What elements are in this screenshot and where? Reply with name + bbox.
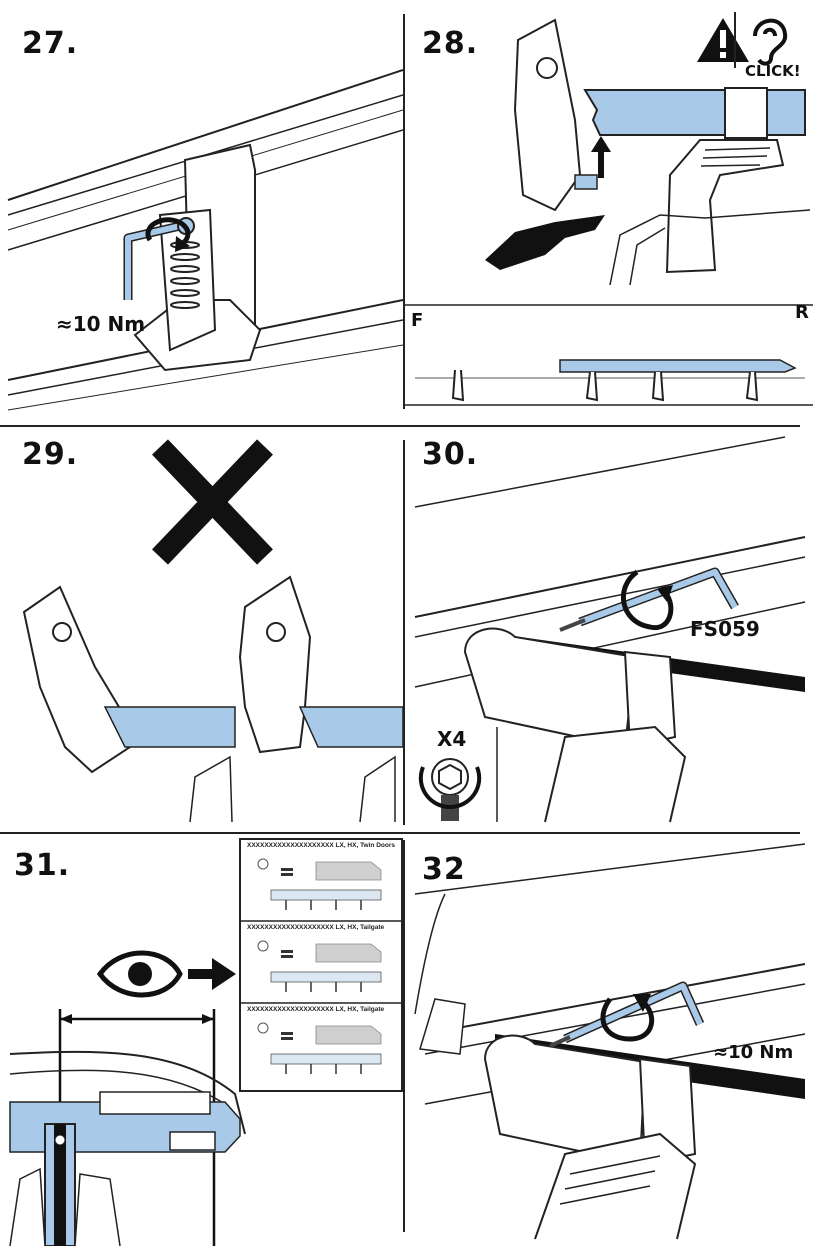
up-arrow-icon <box>591 136 611 178</box>
step-32-panel: 32 ≈10 Nm <box>405 834 813 1246</box>
ear-icon <box>753 18 788 66</box>
step-number: 30. <box>422 437 479 472</box>
chart-row-title-3: XXXXXXXXXXXXXXXXXXXX LX, HX, Tailgate <box>247 1006 385 1013</box>
torque-label: ≈10 Nm <box>56 312 146 336</box>
step-32-illustration <box>414 843 806 1240</box>
step-31-panel: 31. <box>0 834 403 1246</box>
chart-row-title-2: XXXXXXXXXXXXXXXXXXXX LX, HX, Tailgate <box>247 924 385 931</box>
horizontal-divider-2 <box>0 832 800 834</box>
step-number: 28. <box>422 26 479 61</box>
part-code-label: FS059 <box>690 617 760 641</box>
cross-icon <box>152 439 273 565</box>
rear-label: R <box>795 302 809 323</box>
chart-row-title-1: XXXXXXXXXXXXXXXXXXXX LX, HX, Twin Doors <box>247 842 395 849</box>
rotate-arrow-icon <box>620 569 674 631</box>
step-31-illustration <box>9 950 246 1246</box>
step-28-panel: 28. CLICK! F R <box>405 0 813 420</box>
front-label: F <box>411 310 424 331</box>
step-number: 31. <box>14 848 71 883</box>
vertical-divider-top <box>403 14 405 409</box>
multiplier-label: X4 <box>437 727 467 751</box>
step-27-panel: 27. ≈10 Nm <box>0 0 403 420</box>
step-number: 32 <box>422 852 466 887</box>
click-label: CLICK! <box>745 62 801 80</box>
bolt-icon <box>418 758 482 821</box>
load-chart-sheet: XXXXXXXXXXXXXXXXXXXX LX, HX, Twin Doors … <box>239 838 403 1092</box>
horizontal-divider-1 <box>0 425 800 427</box>
torque-label: ≈10 Nm <box>713 1042 794 1063</box>
vertical-divider-bottom <box>403 840 405 1232</box>
step-28-illustration <box>405 12 813 406</box>
step-30-panel: 30. FS059 X4 <box>405 427 813 827</box>
warning-icon <box>697 18 749 62</box>
right-arrow-icon <box>188 958 236 990</box>
hand-icon <box>485 215 605 270</box>
step-27-illustration <box>7 69 403 411</box>
eye-icon <box>96 950 183 998</box>
step-number: 27. <box>22 26 79 61</box>
step-30-illustration <box>414 436 806 823</box>
load-chart-graphics <box>241 858 401 1074</box>
step-number: 29. <box>22 437 79 472</box>
step-29-illustration <box>22 439 403 823</box>
step-29-panel: 29. <box>0 427 403 827</box>
vertical-divider-middle <box>403 440 405 825</box>
